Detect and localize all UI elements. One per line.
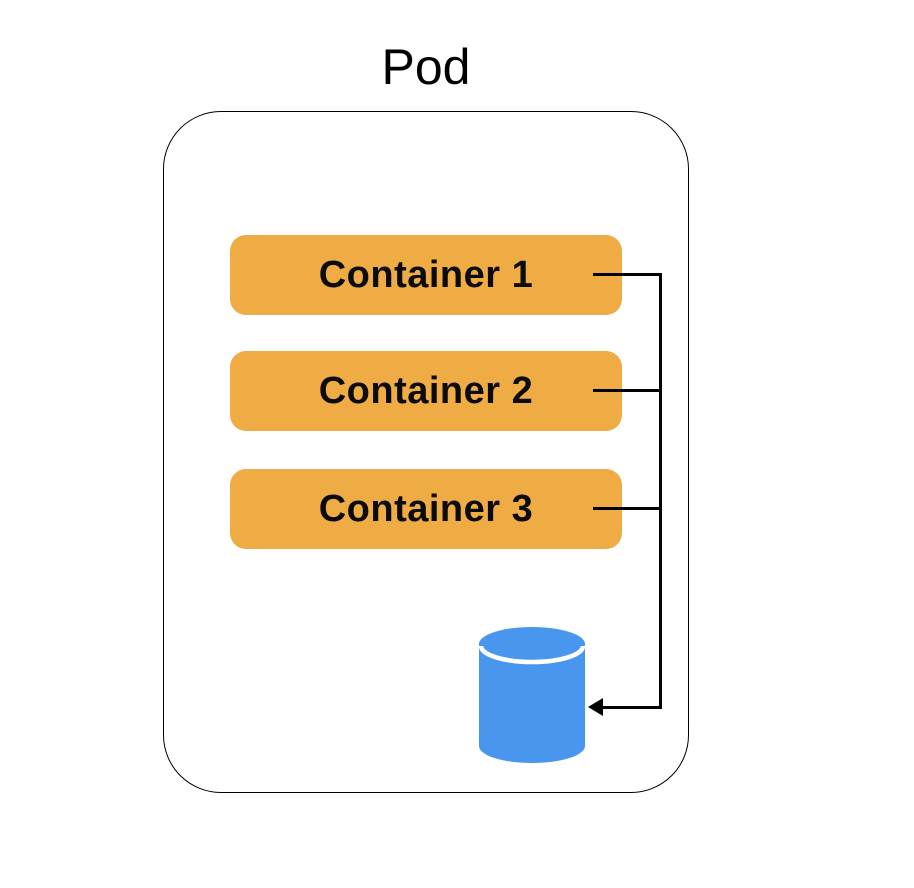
arrow-head-icon xyxy=(588,698,603,716)
connector-line-container-3 xyxy=(593,507,662,510)
database-icon xyxy=(479,627,585,763)
container-box-1: Container 1 xyxy=(230,235,622,315)
container-3-label: Container 3 xyxy=(318,487,534,530)
connector-line-to-database xyxy=(601,706,660,709)
pod-boundary xyxy=(163,111,689,793)
pod-title: Pod xyxy=(381,39,471,95)
container-2-label: Container 2 xyxy=(318,369,534,412)
connector-line-container-2 xyxy=(593,389,662,392)
connector-line-vertical-bus xyxy=(659,273,662,709)
container-box-3: Container 3 xyxy=(230,469,622,549)
connector-line-container-1 xyxy=(593,273,662,276)
container-box-2: Container 2 xyxy=(230,351,622,431)
container-1-label: Container 1 xyxy=(318,253,534,296)
